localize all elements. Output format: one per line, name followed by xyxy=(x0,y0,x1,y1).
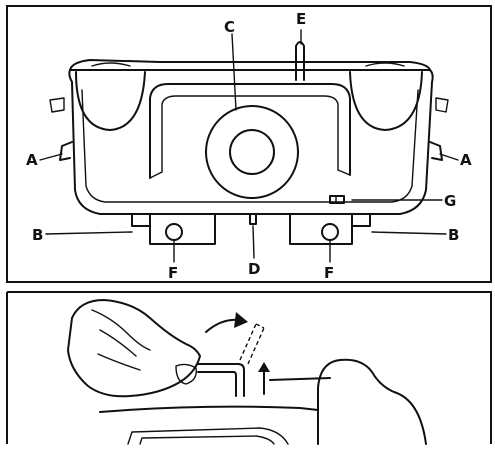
right-bracket-a xyxy=(429,141,443,161)
console-top-rim xyxy=(69,59,431,71)
leader-a-left xyxy=(39,153,63,161)
rod-solid xyxy=(197,363,245,397)
rod-dashed-raised xyxy=(239,323,265,365)
label-b-left: B xyxy=(32,226,43,244)
bottom-panel xyxy=(6,291,492,445)
center-dial-inner xyxy=(229,129,275,175)
label-f-right: F xyxy=(324,264,334,282)
console-top-edge xyxy=(269,377,331,381)
console-handle-foot-left xyxy=(149,171,163,179)
right-speaker-top xyxy=(365,62,405,67)
label-a-left: A xyxy=(26,151,38,169)
right-foot-knob-f xyxy=(321,223,339,241)
bottom-panel-frame xyxy=(6,291,492,444)
console-unit xyxy=(49,41,449,245)
right-foot-housing xyxy=(289,213,353,245)
label-d: D xyxy=(248,260,260,278)
center-dial-outer xyxy=(205,105,299,199)
right-side-lug xyxy=(435,97,449,113)
leader-b-right xyxy=(371,231,447,235)
console-lower-slot-inner xyxy=(139,435,275,445)
top-panel-frame xyxy=(6,5,492,283)
right-foot-bracket xyxy=(351,213,371,227)
left-foot-bracket xyxy=(131,213,151,227)
callout-labels: A A B B C E D F F G xyxy=(26,10,472,282)
console-lower-slot xyxy=(127,427,289,445)
leader-b-left xyxy=(45,231,133,235)
right-speaker-dome xyxy=(349,71,423,131)
up-arrow-head xyxy=(258,362,270,372)
hand-finger-3 xyxy=(97,353,141,371)
label-f-left: F xyxy=(168,264,178,282)
label-g: G xyxy=(444,192,456,210)
left-foot-housing xyxy=(149,213,216,245)
hand-outline xyxy=(67,299,201,398)
leader-a-right xyxy=(439,153,459,161)
label-e: E xyxy=(296,10,306,28)
left-speaker-top xyxy=(91,62,131,67)
top-panel xyxy=(6,5,492,283)
thumb-tip xyxy=(175,363,197,385)
rod-solid-inner xyxy=(197,371,237,397)
hand-finger-1 xyxy=(91,309,151,351)
antenna-e xyxy=(295,41,305,81)
left-bracket-a xyxy=(59,141,73,161)
label-a-right: A xyxy=(460,151,472,169)
label-b-right: B xyxy=(448,226,459,244)
leader-d xyxy=(252,225,255,259)
left-foot-knob-f xyxy=(165,223,183,241)
left-side-lug xyxy=(49,97,65,113)
pin-d xyxy=(249,213,257,225)
console-handle-inner xyxy=(161,95,339,173)
console-handle xyxy=(149,83,351,179)
label-c: C xyxy=(224,18,235,36)
switch-g xyxy=(329,195,345,204)
leader-c xyxy=(231,33,237,111)
leader-lines xyxy=(39,29,459,263)
console-handle-foot-right xyxy=(337,169,351,176)
console-base-line xyxy=(99,405,319,413)
console-dome-outline xyxy=(317,358,427,445)
rotation-arrow-head xyxy=(234,312,248,328)
left-speaker-dome xyxy=(75,71,146,131)
hand-finger-2 xyxy=(99,329,137,357)
console-inner-panel xyxy=(81,89,419,203)
console-body-outline xyxy=(68,69,434,215)
